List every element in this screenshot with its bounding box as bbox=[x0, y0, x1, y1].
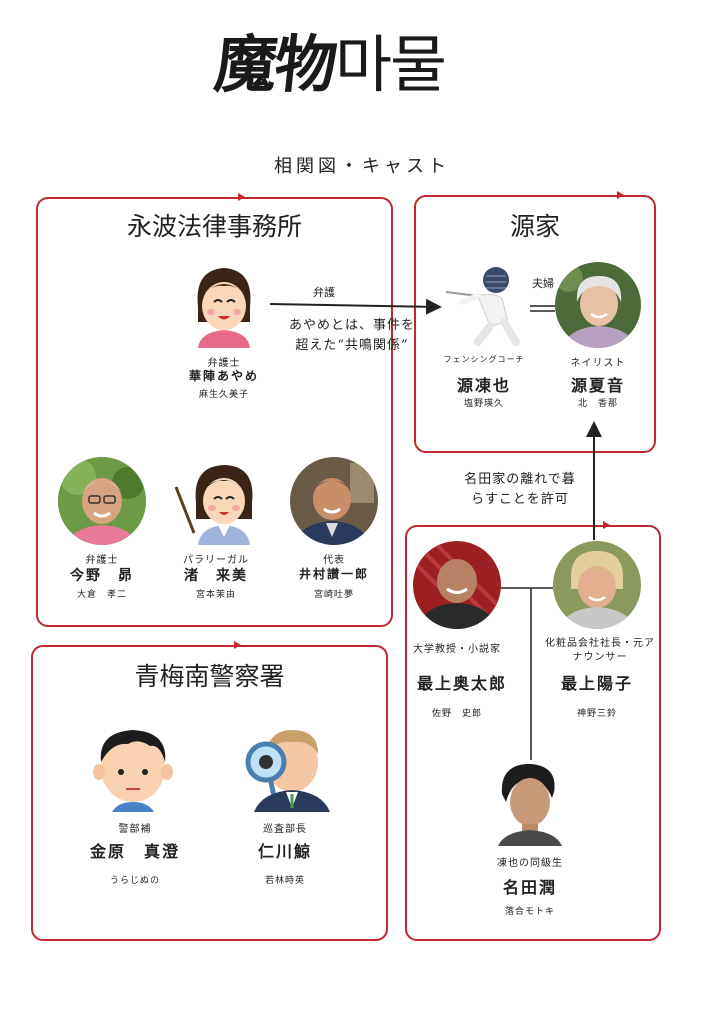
okutaro-role: 大学教授・小説家 bbox=[413, 644, 501, 655]
okutaro-actor: 佐野 史郎 bbox=[431, 709, 482, 719]
imano-actor: 大倉 孝二 bbox=[76, 590, 127, 600]
yoko-role: 化粧品会社社長・元アナウンサー bbox=[545, 638, 655, 663]
yoko-avatar bbox=[553, 541, 641, 629]
imura-role: 代表 bbox=[323, 555, 345, 566]
group-box-minamoto bbox=[414, 195, 656, 453]
kanehara-avatar bbox=[90, 722, 176, 812]
yoko-actor: 神野三鈴 bbox=[576, 709, 617, 719]
natsune-actor: 北 香那 bbox=[577, 399, 618, 409]
page-subtitle: 相関図・キャスト bbox=[274, 156, 450, 177]
nikawa-avatar bbox=[240, 722, 332, 812]
fencer-icon bbox=[442, 262, 530, 346]
frame-arrow-icon bbox=[234, 641, 241, 649]
group-box-police bbox=[31, 645, 388, 941]
yoko-name: 最上陽子 bbox=[560, 674, 633, 693]
nikawa-role: 巡査部長 bbox=[263, 824, 307, 835]
nagisa-name: 渚 来美 bbox=[184, 568, 248, 584]
defense-arrow bbox=[269, 298, 442, 315]
kanehara-name: 金原 真澄 bbox=[89, 842, 180, 861]
nagisa-avatar bbox=[172, 457, 260, 545]
group-title-police: 青梅南警察署 bbox=[134, 662, 285, 691]
permit-note: 名田家の離れで暮 らすことを許可 bbox=[464, 472, 576, 507]
natsune-name: 源夏音 bbox=[570, 376, 625, 395]
jun-actor: 落合モトキ bbox=[504, 907, 555, 917]
kanehara-role: 警部補 bbox=[118, 824, 152, 835]
frame-arrow-icon bbox=[238, 193, 245, 201]
defense-label: 弁護 bbox=[313, 286, 335, 299]
natsune-avatar bbox=[555, 262, 641, 348]
frame-arrow-icon bbox=[603, 521, 610, 529]
group-title-law-firm: 永波法律事務所 bbox=[126, 212, 302, 241]
nikawa-name: 仁川鯨 bbox=[257, 842, 312, 861]
nagisa-role: パラリーガル bbox=[183, 555, 249, 566]
imano-avatar bbox=[58, 457, 146, 545]
group-box-law-firm bbox=[36, 197, 393, 627]
show-logo: 魔物마물 bbox=[211, 28, 447, 101]
imano-role: 弁護士 bbox=[85, 555, 119, 566]
imano-name: 今野 昴 bbox=[70, 568, 134, 584]
couple-label: 夫婦 bbox=[532, 277, 554, 290]
group-title-minamoto: 源家 bbox=[509, 212, 560, 241]
kanehara-actor: うらじぬの bbox=[109, 876, 160, 886]
jun-name: 名田潤 bbox=[502, 878, 557, 897]
nagisa-actor: 宮本茉由 bbox=[195, 590, 236, 600]
group-box-mogami bbox=[405, 525, 661, 941]
defense-note: あやめとは、事件を 超えた“共鳴関係” bbox=[288, 318, 415, 353]
touya-name: 源凍也 bbox=[456, 376, 511, 395]
ayame-avatar bbox=[184, 262, 264, 348]
touya-actor: 塩野瑛久 bbox=[463, 399, 504, 409]
logo-hangul: 마물 bbox=[335, 28, 447, 101]
okutaro-avatar bbox=[413, 541, 501, 629]
jun-avatar bbox=[488, 758, 568, 846]
ayame-name: 華陣あやめ bbox=[188, 369, 259, 383]
ayame-actor: 麻生久美子 bbox=[198, 390, 249, 400]
imura-avatar bbox=[290, 457, 378, 545]
imura-actor: 宮崎吐夢 bbox=[313, 590, 354, 600]
ayame-role: 弁護士 bbox=[207, 358, 241, 369]
frame-arrow-icon bbox=[617, 191, 624, 199]
natsune-role: ネイリスト bbox=[570, 358, 626, 369]
imura-name: 井村讃一郎 bbox=[298, 567, 369, 581]
nikawa-actor: 若林時英 bbox=[264, 876, 305, 886]
okutaro-name: 最上奥太郎 bbox=[416, 674, 507, 693]
jun-role: 凍也の同級生 bbox=[497, 858, 563, 869]
touya-role: フェンシングコーチ bbox=[443, 355, 525, 364]
